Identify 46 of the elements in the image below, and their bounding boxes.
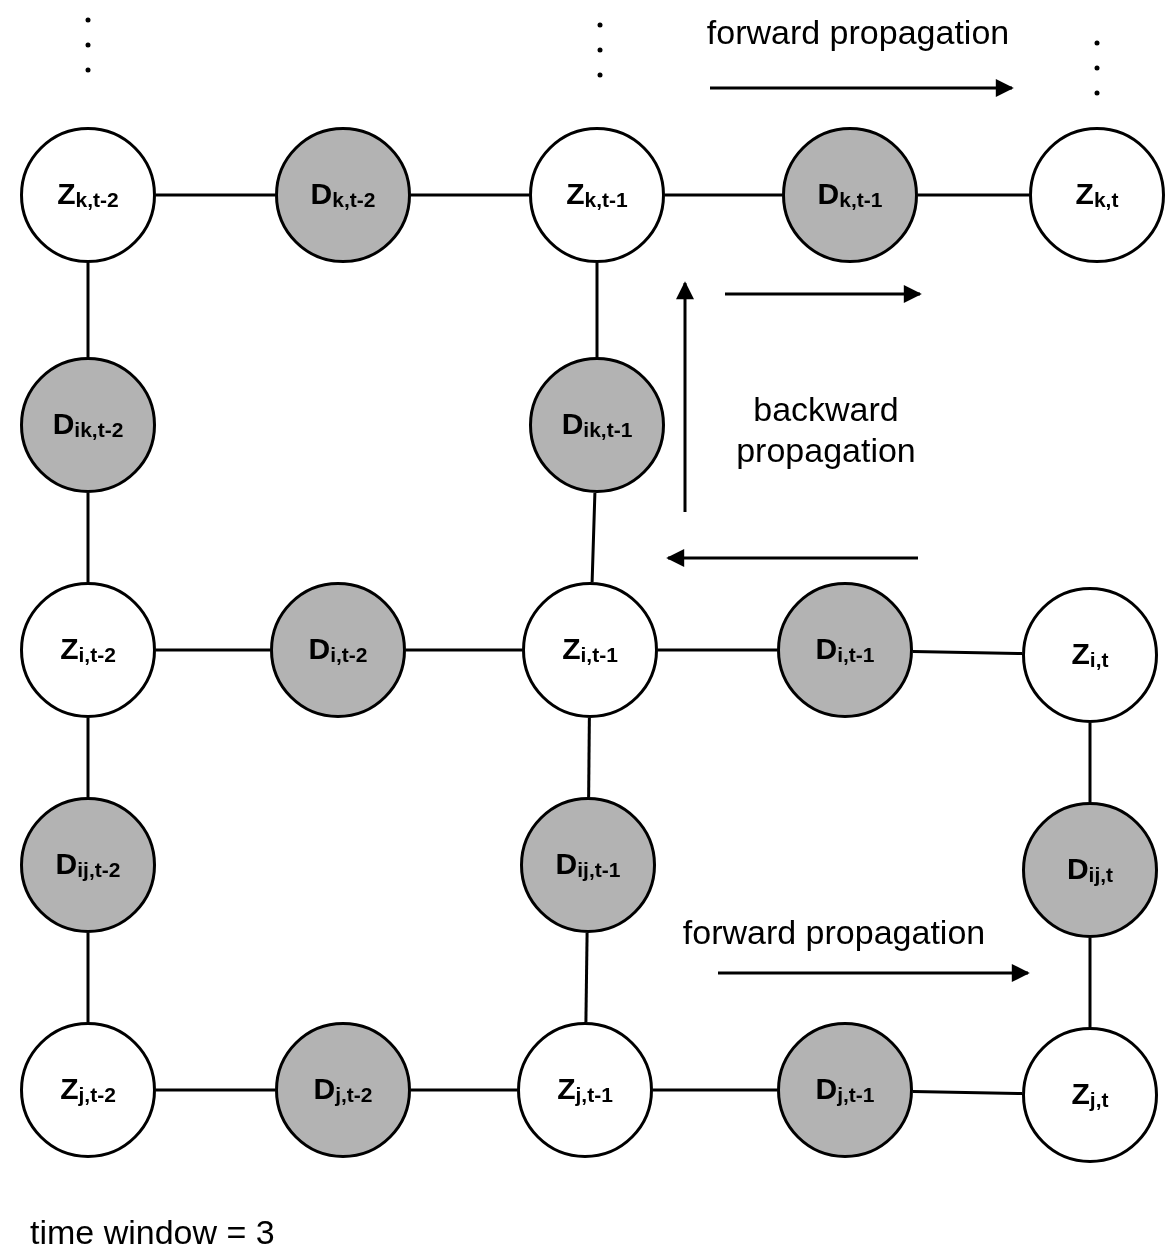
connector-line [156, 648, 270, 652]
node-label: D$_{ij,t-1}$ [555, 847, 621, 883]
node-label: Z$_{j,t}$ [1071, 1077, 1109, 1113]
annotation-text: backward propagation [735, 389, 917, 471]
annotation-text: time window = 3 [30, 1211, 275, 1253]
node-label: Z$_{k,t-2}$ [57, 177, 119, 213]
node-label: D$_{ij,t}$ [1066, 852, 1114, 888]
connector-line [156, 193, 275, 197]
node-label: D$_{ij,t-2}$ [55, 847, 121, 883]
node-label: Z$_{i,t-1}$ [562, 632, 618, 668]
node-label: D$_{k,t-2}$ [310, 177, 376, 213]
connector-line [658, 648, 777, 652]
connector-line [918, 193, 1029, 197]
connector-line [86, 933, 90, 1022]
connector-line [912, 649, 1023, 656]
connector-line [590, 492, 597, 583]
node-label: Z$_{i,t}$ [1071, 637, 1109, 673]
node-label: D$_{j,t-1}$ [815, 1072, 875, 1108]
node-label: D$_{i,t-2}$ [308, 632, 368, 668]
annotation-text: forward propagation [682, 911, 986, 953]
connector-line [411, 193, 529, 197]
connector-line [406, 648, 522, 652]
connector-line [86, 718, 90, 797]
node-label: D$_{ik,t-1}$ [561, 407, 633, 443]
connector-line [1088, 938, 1092, 1027]
connector-line [595, 263, 599, 357]
connector-line [584, 932, 589, 1023]
connector-line [156, 1088, 275, 1092]
node-label: Z$_{j,t-1}$ [557, 1072, 613, 1108]
connector-line [1088, 723, 1092, 802]
node-label: D$_{ik,t-2}$ [52, 407, 124, 443]
node-label: Z$_{j,t-2}$ [60, 1072, 116, 1108]
connector-line [86, 493, 90, 582]
connector-line [665, 193, 782, 197]
node-label: Z$_{k,t}$ [1075, 177, 1119, 213]
connector-line [912, 1089, 1023, 1096]
connector-line [411, 1088, 517, 1092]
node-label: D$_{k,t-1}$ [817, 177, 883, 213]
connector-line [587, 718, 591, 797]
node-label: Z$_{k,t-1}$ [566, 177, 628, 213]
connector-line [86, 263, 90, 357]
annotation-text: forward propagation [706, 11, 1010, 53]
node-label: D$_{j,t-2}$ [313, 1072, 373, 1108]
node-label: Z$_{i,t-2}$ [60, 632, 116, 668]
connector-line [653, 1088, 777, 1092]
node-label: D$_{i,t-1}$ [815, 632, 875, 668]
